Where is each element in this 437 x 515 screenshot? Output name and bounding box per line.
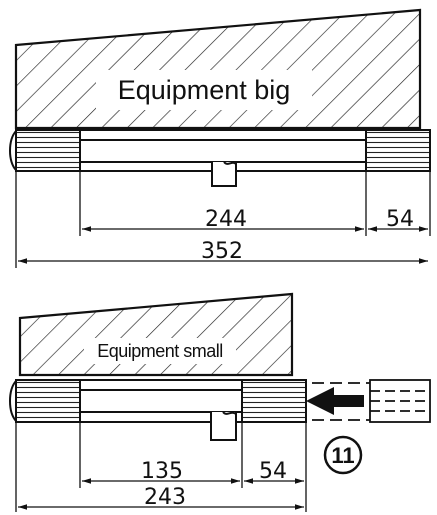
bottom-dim-inner: 135: [141, 459, 183, 484]
equipment-small-label-bg: [84, 338, 236, 364]
bottom-dimensions: [15, 422, 307, 512]
bottom-dim-total: 243: [144, 485, 186, 510]
callout-badge: 11: [323, 435, 363, 475]
insert-arrow-icon: [306, 387, 364, 415]
top-dim-inner: 244: [205, 207, 247, 232]
top-rail-break: [211, 161, 237, 187]
equipment-big-housing: [14, 8, 422, 130]
top-left-clamp: [15, 129, 81, 172]
top-right-clamp: [365, 129, 431, 172]
equipment-small-label: Equipment small: [97, 341, 223, 361]
bottom-left-clamp: [15, 379, 81, 423]
top-dim-side: 54: [386, 207, 414, 232]
top-dim-total: 352: [201, 239, 243, 264]
bottom-assembly: Equipment small 11: [9, 292, 431, 512]
bottom-rail-break: [210, 411, 237, 441]
equipment-big-label-bg: [96, 70, 312, 110]
equipment-big-label: Equipment big: [118, 75, 291, 105]
detached-clamp: [312, 379, 431, 423]
bottom-right-clamp: [241, 379, 307, 423]
callout-number: 11: [331, 443, 354, 468]
top-assembly: Equipment big 244 54 352: [9, 8, 431, 268]
bottom-dim-side: 54: [259, 459, 287, 484]
top-dimensions: [15, 171, 431, 268]
